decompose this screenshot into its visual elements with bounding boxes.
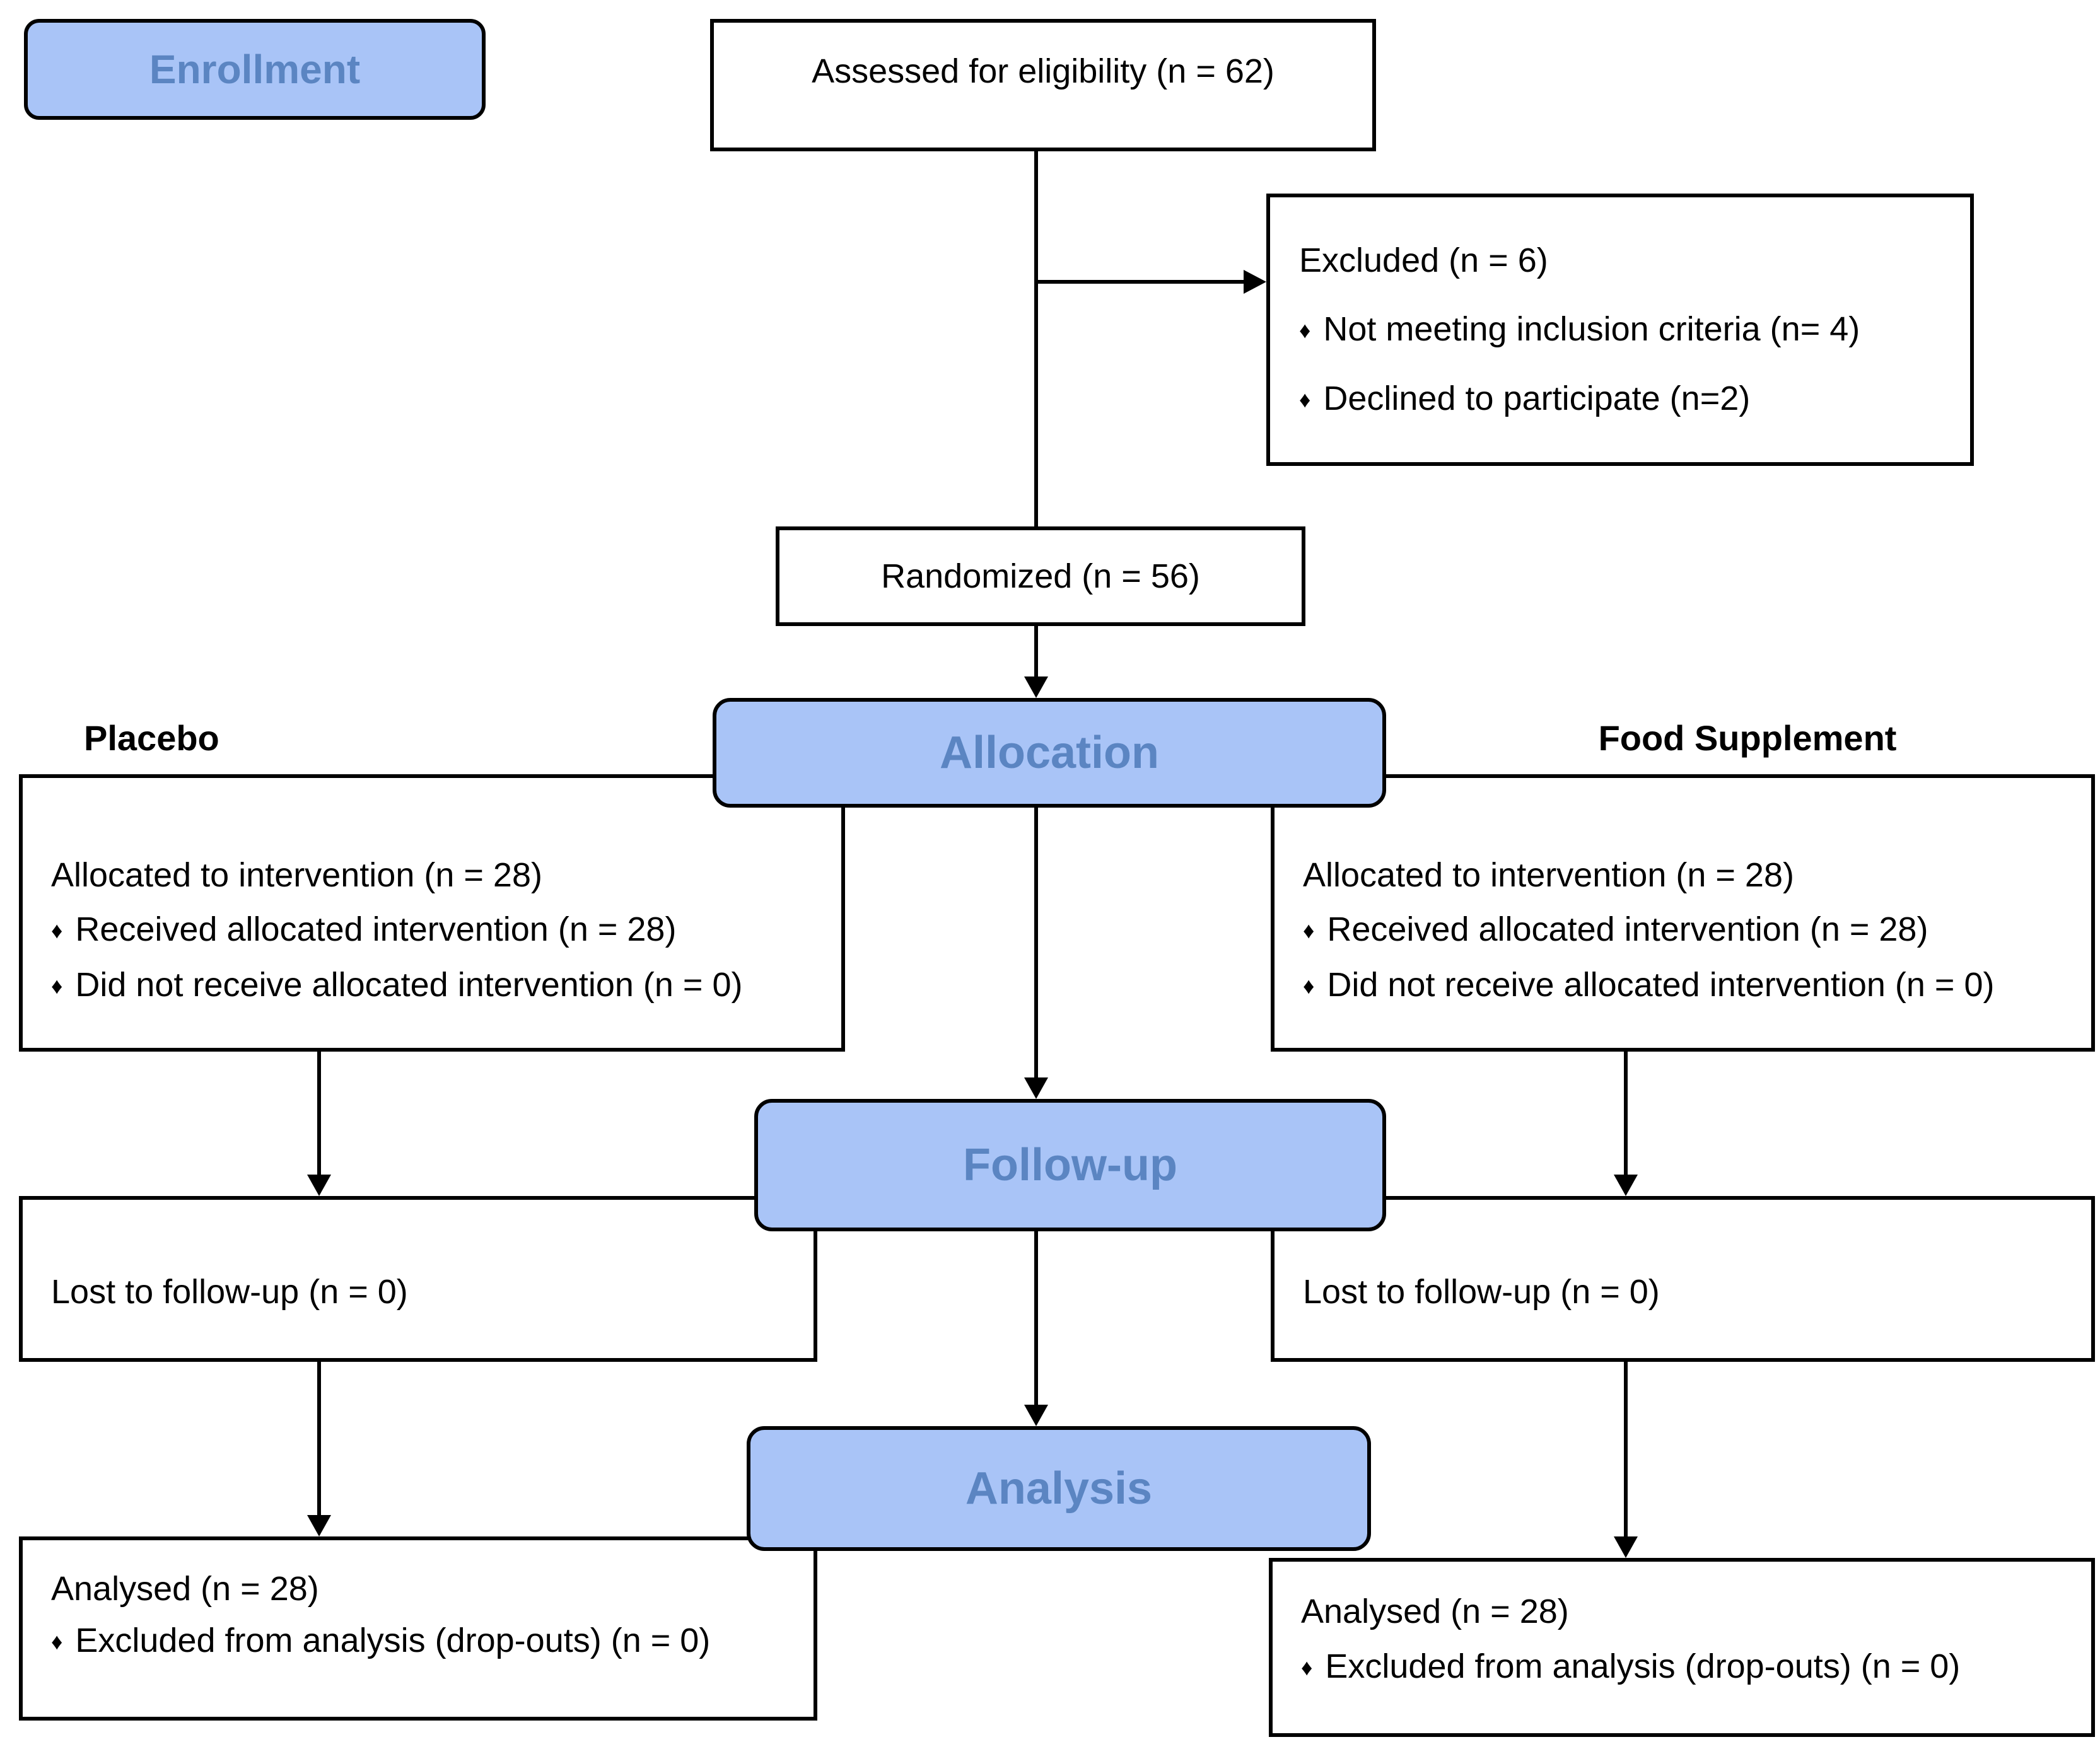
- connector-allocleft-lostleft: [317, 1052, 321, 1176]
- connector-lostleft-analysedleft: [317, 1362, 321, 1516]
- analysed-left-item: ♦ Excluded from analysis (drop-outs) (n =…: [51, 1615, 805, 1668]
- diamond-bullet-icon: ♦: [1299, 386, 1311, 412]
- alloc-right-item-text: Did not receive allocated intervention (…: [1327, 966, 1995, 1004]
- diamond-bullet-icon: ♦: [51, 973, 63, 999]
- connector-assessed-randomized: [1034, 151, 1038, 528]
- analysed-left-title: Analysed (n = 28): [51, 1570, 319, 1608]
- lost-followup-box-food-supplement: Lost to follow-up (n = 0): [1271, 1196, 2095, 1362]
- stage-banner-enrollment-label: Enrollment: [149, 47, 361, 92]
- excluded-box: Excluded (n = 6) ♦ Not meeting inclusion …: [1266, 194, 1974, 466]
- analysed-right-item: ♦ Excluded from analysis (drop-outs) (n =…: [1301, 1639, 2082, 1695]
- allocation-box-food-supplement: Allocated to intervention (n = 28) ♦ Rece…: [1271, 774, 2095, 1052]
- analysed-box-placebo: Analysed (n = 28) ♦ Excluded from analysi…: [19, 1536, 817, 1721]
- randomized-text: Randomized (n = 56): [881, 557, 1200, 595]
- excluded-item-text: Not meeting inclusion criteria (n= 4): [1323, 310, 1860, 348]
- arrowhead-analysedright-icon: [1614, 1536, 1638, 1558]
- diamond-bullet-icon: ♦: [51, 917, 63, 943]
- diamond-bullet-icon: ♦: [1303, 917, 1315, 943]
- arrowhead-followup-icon: [1024, 1077, 1048, 1099]
- stage-banner-followup: Follow-up: [754, 1099, 1386, 1231]
- arrowhead-lostleft-icon: [307, 1175, 331, 1196]
- arrowhead-allocation-icon: [1024, 676, 1048, 698]
- analysed-right-title: Analysed (n = 28): [1301, 1593, 1569, 1630]
- diamond-bullet-icon: ♦: [1299, 317, 1311, 343]
- connector-allocright-lostright: [1624, 1052, 1628, 1176]
- arrowhead-lostright-icon: [1614, 1175, 1638, 1196]
- assessed-eligibility-text: Assessed for eligibility (n = 62): [812, 52, 1275, 90]
- group-label-placebo: Placebo: [84, 718, 219, 758]
- stage-banner-enrollment: Enrollment: [24, 19, 486, 120]
- connector-allocation-followup: [1034, 808, 1038, 1079]
- lost-left-text: Lost to follow-up (n = 0): [51, 1273, 408, 1311]
- analysed-box-food-supplement: Analysed (n = 28) ♦ Excluded from analysi…: [1269, 1558, 2095, 1737]
- alloc-left-item-text: Received allocated intervention (n = 28): [75, 910, 677, 948]
- connector-followup-analysis: [1034, 1231, 1038, 1406]
- arrowhead-analysis-icon: [1024, 1405, 1048, 1426]
- stage-banner-allocation: Allocation: [713, 698, 1386, 808]
- alloc-right-item: ♦ Received allocated intervention (n = 28…: [1303, 902, 2082, 958]
- assessed-eligibility-box: Assessed for eligibility (n = 62): [710, 19, 1376, 151]
- excluded-item: ♦ Declined to participate (n=2): [1299, 364, 1957, 434]
- analysed-left-item-text: Excluded from analysis (drop-outs) (n = …: [75, 1622, 711, 1659]
- diamond-bullet-icon: ♦: [51, 1629, 63, 1654]
- connector-branch-excluded: [1036, 280, 1244, 284]
- connector-randomized-allocation: [1034, 626, 1038, 678]
- excluded-title: Excluded (n = 6): [1299, 241, 1548, 279]
- alloc-left-item: ♦ Did not receive allocated intervention …: [51, 958, 832, 1013]
- alloc-left-item-text: Did not receive allocated intervention (…: [75, 966, 743, 1004]
- alloc-left-item: ♦ Received allocated intervention (n = 28…: [51, 902, 832, 958]
- alloc-right-item-text: Received allocated intervention (n = 28): [1327, 910, 1928, 948]
- arrowhead-excluded-icon: [1244, 270, 1266, 294]
- lost-followup-box-placebo: Lost to follow-up (n = 0): [19, 1196, 817, 1362]
- analysed-right-item-text: Excluded from analysis (drop-outs) (n = …: [1325, 1647, 1961, 1685]
- randomized-box: Randomized (n = 56): [776, 526, 1305, 626]
- lost-right-text: Lost to follow-up (n = 0): [1303, 1273, 1660, 1311]
- stage-banner-analysis-label: Analysis: [965, 1463, 1153, 1514]
- group-label-food-supplement: Food Supplement: [1598, 718, 1897, 758]
- stage-banner-allocation-label: Allocation: [939, 728, 1159, 778]
- diamond-bullet-icon: ♦: [1301, 1654, 1313, 1680]
- alloc-right-title: Allocated to intervention (n = 28): [1303, 856, 1794, 894]
- allocation-box-placebo: Allocated to intervention (n = 28) ♦ Rece…: [19, 774, 845, 1052]
- stage-banner-analysis: Analysis: [747, 1426, 1371, 1551]
- stage-banner-followup-label: Follow-up: [963, 1140, 1177, 1190]
- excluded-item-text: Declined to participate (n=2): [1323, 380, 1751, 417]
- connector-lostright-analysedright: [1624, 1362, 1628, 1538]
- arrowhead-analysedleft-icon: [307, 1515, 331, 1536]
- excluded-item: ♦ Not meeting inclusion criteria (n= 4): [1299, 295, 1957, 364]
- alloc-right-item: ♦ Did not receive allocated intervention …: [1303, 958, 2082, 1013]
- diamond-bullet-icon: ♦: [1303, 973, 1315, 999]
- alloc-left-title: Allocated to intervention (n = 28): [51, 856, 542, 894]
